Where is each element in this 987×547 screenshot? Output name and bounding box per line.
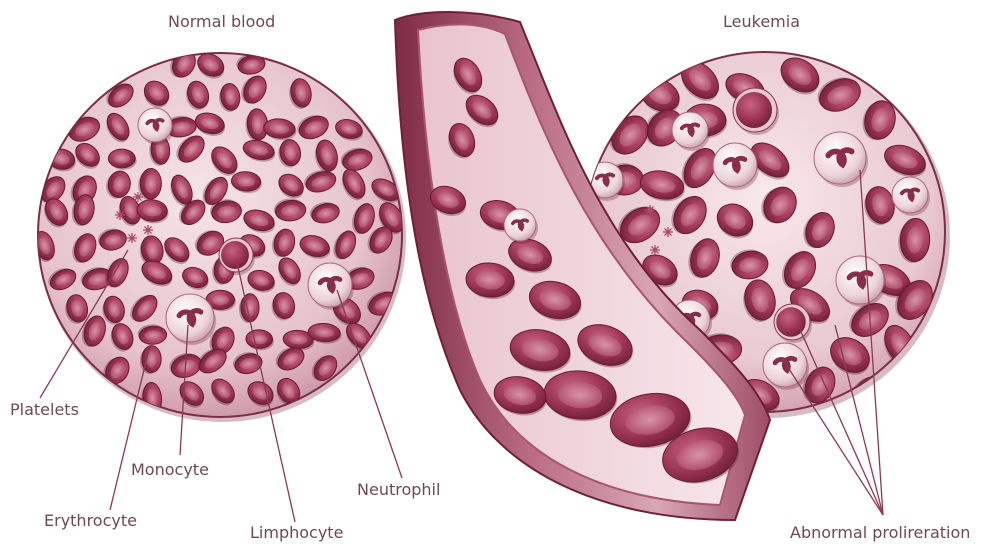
- platelet: [115, 210, 125, 220]
- platelets-label: Platelets: [10, 402, 79, 418]
- platelet: [143, 225, 153, 235]
- platelet: [650, 245, 660, 255]
- neutrophil-label: Neutrophil: [357, 482, 440, 498]
- monocyte-label: Monocyte: [131, 462, 209, 478]
- platelet: [645, 205, 655, 215]
- normal-blood-title: Normal blood: [168, 14, 275, 30]
- platelet: [663, 227, 673, 237]
- abnormal-proliferation-label: Abnormal prolireration: [790, 525, 970, 541]
- leukemia-title: Leukemia: [723, 14, 800, 30]
- platelet: [133, 192, 143, 202]
- normal-blood-circle: [29, 46, 409, 422]
- limphocyte-label: Limphocyte: [250, 525, 343, 541]
- erythrocyte-label: Erythrocyte: [44, 513, 137, 529]
- platelet: [127, 233, 137, 243]
